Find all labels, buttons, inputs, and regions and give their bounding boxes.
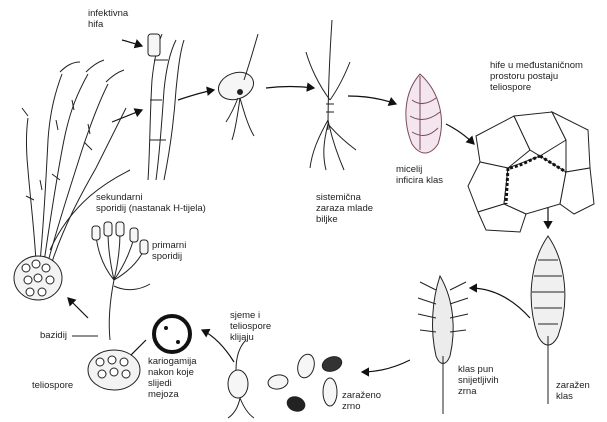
label-smutted-head: klas pun snijetljivih zrna bbox=[458, 364, 499, 397]
arrow-hypha-to-seedling bbox=[178, 90, 214, 100]
arrow-seedling-to-systemic bbox=[266, 87, 314, 89]
label-karyogamy: kariogamija nakon koje slijedi mejoza bbox=[148, 356, 197, 400]
label-intercellular-hyphae: hife u međustaničnom prostoru postaju te… bbox=[490, 60, 583, 93]
mycelium-head-illustration bbox=[406, 74, 442, 153]
germinating-seed-illustration bbox=[228, 340, 254, 418]
label-basidium: bazidij bbox=[40, 330, 67, 341]
label-primary-sporidium: primarni sporidij bbox=[152, 240, 186, 262]
intercellular-hyphae-illustration bbox=[468, 112, 594, 232]
secondary-sporidia-illustration bbox=[22, 60, 130, 262]
arrow-sporidium-to-hypha bbox=[112, 110, 142, 122]
teliospore-cluster-left bbox=[14, 256, 62, 300]
label-infected-head: zaražen klas bbox=[556, 380, 590, 402]
infected-head-illustration bbox=[531, 236, 565, 404]
arrow-systemic-to-mycelium bbox=[348, 96, 396, 104]
label-mycelium-infects-head: micelij inficira klas bbox=[396, 164, 443, 186]
infective-hypha-illustration bbox=[148, 34, 184, 180]
arrow-smutted-head-to-grains bbox=[362, 360, 410, 372]
label-systemic-infection: sistemična zaraza mlade biljke bbox=[316, 192, 373, 225]
label-infective-hypha: infektivna hifa bbox=[88, 8, 128, 30]
arrow-infective-hypha-pointer bbox=[122, 40, 142, 46]
arrow-basidium-to-left bbox=[68, 298, 88, 318]
karyogamy-illustration bbox=[154, 316, 190, 352]
arrow-mycelium-to-cells bbox=[446, 124, 474, 144]
systemic-infection-illustration bbox=[306, 20, 356, 170]
label-seed-teliospores-germinate: sjeme i teliospore klijaju bbox=[230, 310, 271, 343]
teliospore-germinating-illustration bbox=[72, 336, 140, 390]
arrow-infected-head-to-smutted-head bbox=[470, 288, 530, 318]
basidium-illustration bbox=[92, 222, 150, 340]
label-secondary-sporidium: sekundarni sporidij (nastanak H-tijela) bbox=[96, 192, 206, 214]
infected-grains-illustration bbox=[267, 352, 344, 413]
germinating-seedling-illustration bbox=[215, 34, 258, 140]
label-infected-grain: zaraženo zrno bbox=[342, 390, 381, 412]
label-teliospores: teliospore bbox=[32, 380, 73, 391]
